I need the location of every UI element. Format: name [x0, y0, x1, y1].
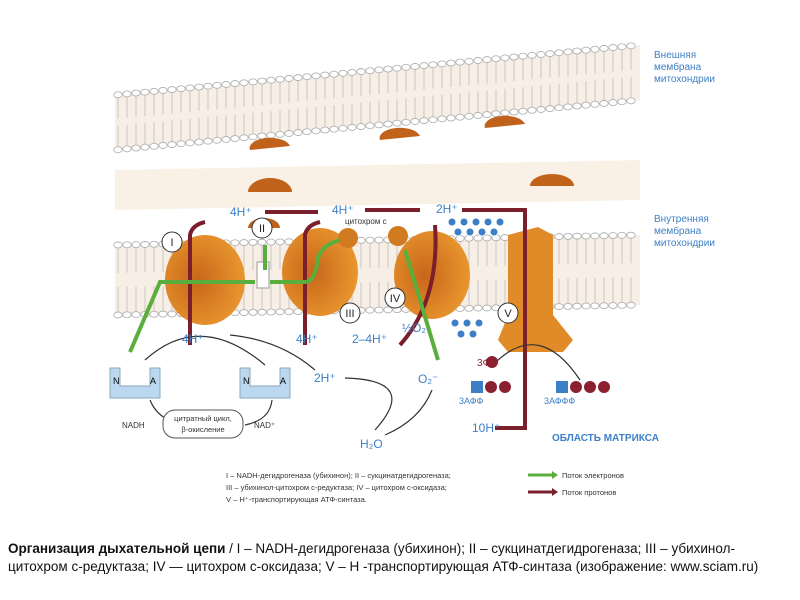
nad-a: A	[280, 376, 286, 386]
reaction-arrows	[144, 334, 581, 436]
citrate-cycle-box	[162, 409, 244, 439]
cytochrome-c	[338, 228, 358, 248]
proton-flow-label: Поток протонов	[562, 488, 616, 497]
oxygen-dot	[483, 217, 493, 227]
oxygen-dot	[447, 217, 457, 227]
legend-line: I – NADH-дегидрогеназа (убихинон); II – …	[226, 471, 451, 480]
phosphate-label: 3Ф	[477, 358, 491, 369]
label-line: мембрана	[654, 61, 702, 73]
electron-flow-arrows	[128, 238, 440, 361]
respiratory-chain-diagram: I II III IV V 4H⁺ 4H⁺ 2H⁺ цитохром с 4H⁺…	[109, 42, 715, 504]
caption-text: / I – NADH-дегидрогеназа (убихинон); II …	[8, 541, 759, 574]
oxygen-dot	[453, 227, 463, 237]
caption-title: Организация дыхательной цепи	[8, 541, 226, 556]
label-line: Внутренняя	[654, 214, 709, 225]
proton-label: 4H⁺	[230, 205, 252, 219]
oxygen-dot	[450, 318, 460, 328]
proton-label: 2H⁺	[314, 371, 336, 385]
proton-label: 4H⁺	[332, 203, 354, 217]
nadh-label: NADH	[122, 421, 145, 430]
label-V: V	[504, 308, 512, 320]
oxygen-dot	[489, 227, 499, 237]
oxygen-dot	[462, 318, 472, 328]
water-label: H₂O	[360, 437, 383, 451]
outer-membrane-label: Внешняя мембрана митохондрии	[654, 50, 715, 85]
label-line: митохондрии	[654, 238, 715, 249]
electron-flow-label: Поток электронов	[562, 471, 624, 480]
citrate-cycle-label: цитратный цикл,	[174, 414, 232, 423]
oxygen-dot	[468, 329, 478, 339]
beta-oxidation-label: β-окисление	[181, 425, 224, 434]
complex-III	[282, 228, 358, 316]
complex-V-atp-synthase	[498, 227, 573, 352]
cytochrome-c-label: цитохром с	[345, 217, 387, 226]
oxygen-dot	[471, 217, 481, 227]
oxygen-dot	[474, 318, 484, 328]
nad-label: NAD⁺	[254, 421, 275, 430]
label-line: мембрана	[654, 225, 702, 237]
proton-flow-arrows	[188, 208, 527, 430]
figure-caption: Организация дыхательной цепи / I – NADH-…	[8, 540, 788, 576]
complex-labels: I II III IV V	[161, 217, 519, 324]
oxygen-dot	[459, 217, 469, 227]
adp: 3АФФ	[459, 381, 511, 406]
intermembrane-protein	[530, 174, 574, 186]
proton-label: 2H⁺	[436, 202, 458, 216]
outer-membrane-protein	[249, 137, 290, 150]
label-IV: IV	[390, 293, 401, 305]
adp-label: 3АФФ	[459, 396, 484, 406]
proton-label: 10H⁺	[472, 421, 500, 435]
oxygen-dot	[456, 329, 466, 339]
proton-label: 4H⁺	[296, 332, 318, 346]
legend: I – NADH-дегидрогеназа (убихинон); II – …	[226, 471, 624, 504]
label-II: II	[259, 223, 265, 235]
atp: 3АФФФ	[544, 381, 610, 406]
outer-membrane-protein	[484, 115, 525, 128]
label-line: Внешняя	[654, 50, 696, 61]
outer-membrane-protein	[379, 127, 420, 140]
outer-membrane	[115, 45, 640, 150]
nad-a: A	[150, 376, 156, 386]
intermembrane-protein	[248, 178, 292, 192]
phosphate: 3Ф	[477, 356, 498, 369]
label-III: III	[345, 308, 354, 320]
legend-line: V – H⁺-транспортирующая АТФ-синтаза.	[226, 495, 367, 504]
oxygen-dot	[477, 227, 487, 237]
superoxide-label: O₂⁻	[418, 372, 438, 386]
nad-n: N	[113, 376, 120, 386]
legend-line: III – убихинол-цитохром с-редуктаза; IV …	[226, 483, 447, 492]
oxygen-dot	[495, 217, 505, 227]
oxygen-dot	[465, 227, 475, 237]
oxygen-dots	[447, 217, 505, 339]
proton-label: 4H⁺	[182, 332, 204, 346]
atp-label: 3АФФФ	[544, 396, 575, 406]
matrix-region-label: ОБЛАСТЬ МАТРИКСА	[552, 433, 659, 444]
nad-n: N	[243, 376, 250, 386]
proton-label: 2–4H⁺	[352, 332, 387, 346]
cytochrome-c	[388, 226, 408, 246]
label-I: I	[170, 237, 173, 249]
nad-molecule: N A N A	[109, 367, 291, 399]
inner-membrane-label: Внутренняя мембрана митохондрии	[654, 214, 715, 249]
label-line: митохондрии	[654, 74, 715, 85]
oxygen-label: ½O₂	[402, 321, 426, 335]
